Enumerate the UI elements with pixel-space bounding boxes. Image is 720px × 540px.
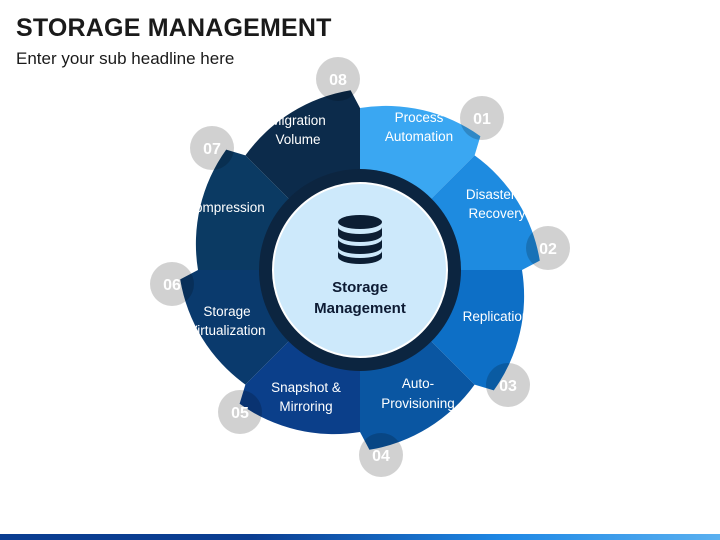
center-circle (272, 182, 448, 358)
segment-label-line2: Virtualization (188, 323, 265, 338)
page-title: STORAGE MANAGEMENT (16, 14, 332, 42)
segment-label-line1: Replication (463, 309, 530, 324)
center-label-line1: Storage (332, 279, 388, 296)
segment-05: 05 Snapshot & Mirroring (218, 340, 360, 435)
segment-label-line2: Mirroring (279, 399, 332, 414)
segment-number-badge (150, 262, 194, 306)
segment-number-badge (460, 96, 504, 140)
segment-number: 02 (539, 241, 557, 258)
segment-number-badge (190, 126, 234, 170)
segment-label-line1: Process (395, 110, 444, 125)
segment-number: 06 (163, 277, 181, 294)
segment-number: 04 (372, 448, 390, 465)
segment-label-line1: Compression (185, 200, 265, 215)
segment-number-badge (218, 390, 262, 434)
segment-shape (195, 149, 290, 270)
segment-label-line1: Auto- (402, 376, 434, 391)
segment-label-line2: Automation (385, 129, 453, 144)
segment-04: 04 Auto- Provisioning (359, 340, 475, 477)
center-label-line2: Management (314, 300, 406, 317)
segment-label-line2: Recovery (468, 206, 525, 221)
segment-shape (239, 340, 360, 435)
segment-label-line1: Storage (203, 304, 250, 319)
segment-number: 08 (329, 72, 347, 89)
segment-shape (245, 90, 360, 200)
segment-label-line2: Volume (275, 132, 320, 147)
segment-number-badge (359, 433, 403, 477)
segment-label-line2: Provisioning (381, 396, 455, 411)
segment-shape (430, 270, 525, 391)
segment-number: 03 (499, 378, 517, 395)
page-subtitle: Enter your sub headline here (16, 49, 235, 68)
segment-03: 03 Replication (430, 270, 530, 407)
segment-shape (430, 155, 540, 270)
segment-number-badge (526, 226, 570, 270)
segment-number: 07 (203, 141, 221, 158)
segment-number-badge (486, 363, 530, 407)
segment-shape (360, 340, 475, 450)
segment-shape (180, 270, 290, 385)
bottom-accent-bar (0, 534, 720, 540)
segment-label-line1: Disaster & (466, 187, 528, 202)
segment-number: 05 (231, 405, 249, 422)
segment-number-badge (316, 57, 360, 101)
segment-number: 01 (473, 111, 491, 128)
database-icon (338, 215, 382, 264)
segment-label-line1: Migration (270, 113, 326, 128)
segment-label-line1: Snapshot & (271, 380, 341, 395)
segment-02: 02 Disaster & Recovery (430, 155, 570, 270)
segment-shape (360, 105, 481, 200)
